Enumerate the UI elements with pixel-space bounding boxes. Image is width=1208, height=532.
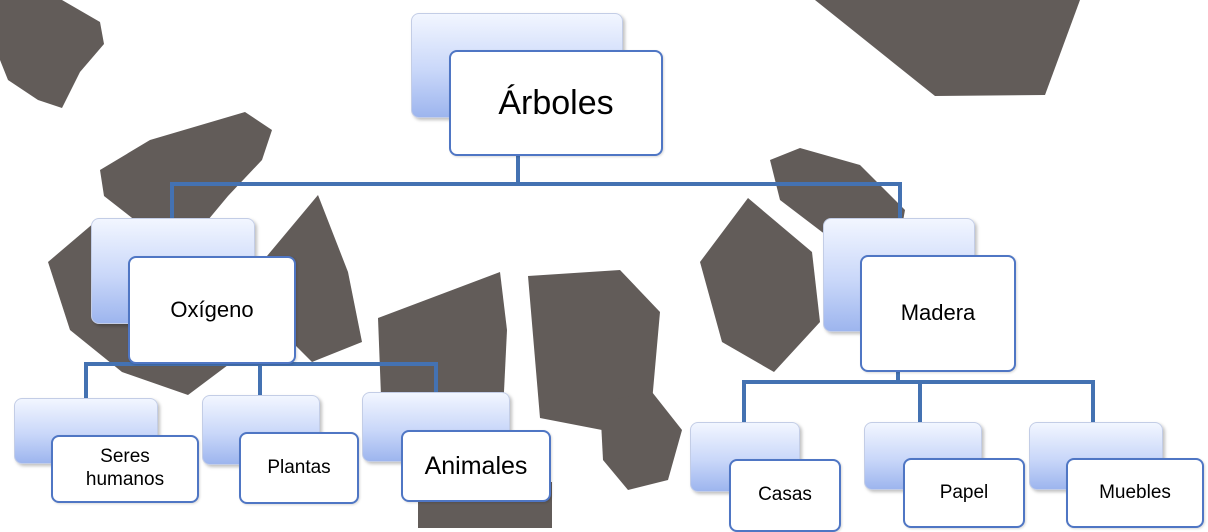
root-node-label: Árboles (498, 83, 614, 122)
leaf-node-muebles-label: Muebles (1099, 481, 1171, 503)
leaf-node-papel: Papel (903, 458, 1025, 528)
leaf-node-seres-humanos-label: Seres humanos (85, 446, 165, 490)
leaf-node-casas: Casas (729, 459, 841, 532)
leaf-node-animales-label: Animales (424, 452, 528, 480)
root-node: Árboles (449, 50, 663, 156)
leaf-node-papel-label: Papel (939, 481, 989, 503)
leaf-node-seres-humanos: Seres humanos (51, 435, 199, 503)
leaf-node-casas-label: Casas (758, 484, 812, 506)
branch-node-oxigeno: Oxígeno (128, 256, 296, 364)
leaf-node-animales: Animales (401, 430, 551, 502)
branch-node-madera: Madera (860, 255, 1016, 372)
leaf-node-plantas-label: Plantas (267, 456, 331, 478)
branch-node-oxigeno-label: Oxígeno (170, 296, 254, 322)
leaf-node-muebles: Muebles (1066, 458, 1204, 528)
branch-node-madera-label: Madera (900, 300, 976, 326)
leaf-node-plantas: Plantas (239, 432, 359, 504)
